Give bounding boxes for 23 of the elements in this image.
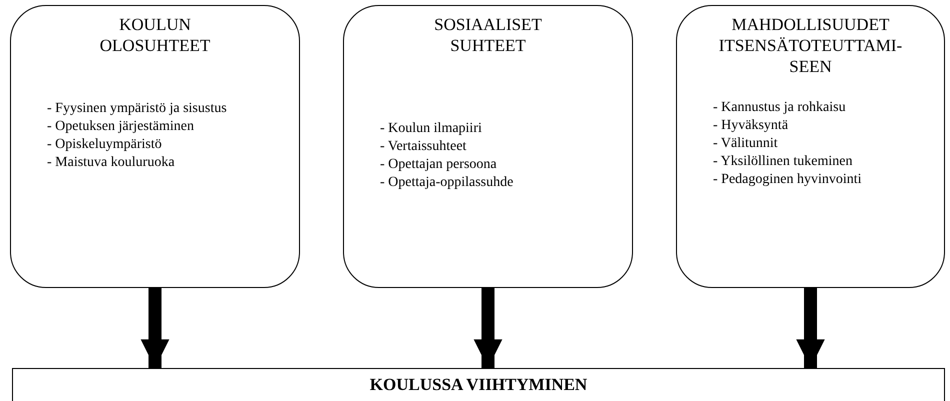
list-item: - Maistuva kouluruoka — [47, 154, 176, 171]
list-item: - Fyysinen ympäristö ja sisustus — [47, 100, 228, 117]
arrow — [796, 288, 825, 368]
list-item: - Opettaja-oppilassuhde — [380, 174, 514, 191]
rounded-box — [343, 5, 633, 288]
rounded-box — [676, 5, 945, 288]
list-item: - Vertaissuhteet — [380, 138, 468, 155]
list-item: - Välitunnit — [713, 135, 779, 152]
list-item: - Kannustus ja rohkaisu — [713, 99, 847, 116]
list-item: - Hyväksyntä — [713, 117, 790, 134]
box-heading: SOSIAALISET SUHTEET — [433, 14, 543, 56]
arrow — [474, 288, 502, 368]
box-heading: KOULUN OLOSUHTEET — [98, 14, 212, 56]
list-item: - Opettajan persoona — [380, 156, 498, 173]
list-item: - Yksilöllinen tukeminen — [713, 153, 854, 170]
arrow — [140, 288, 170, 368]
result-heading: KOULUSSA VIIHTYMINEN — [368, 374, 588, 395]
rounded-box — [10, 5, 300, 288]
box-heading: MAHDOLLISUUDET ITSENSÄTOTEUTTAMI-SEEN — [718, 14, 904, 77]
list-item: - Opetuksen järjestäminen — [47, 118, 195, 135]
list-item: - Pedagoginen hyvinvointi — [713, 171, 863, 188]
list-item: - Opiskeluympäristö — [47, 136, 163, 153]
list-item: - Koulun ilmapiiri — [380, 120, 483, 137]
